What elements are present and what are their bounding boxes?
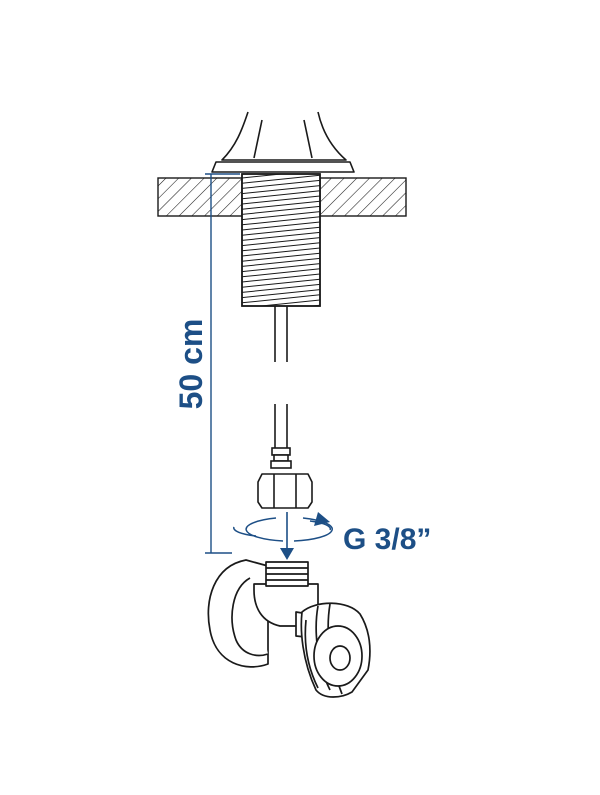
thread-line <box>242 294 320 304</box>
thread-line <box>242 316 320 324</box>
thread-line <box>242 278 320 288</box>
dimension-label: 50 cm <box>173 319 209 410</box>
thread-line <box>242 216 320 226</box>
countertop <box>157 177 407 217</box>
thread-line <box>242 200 320 210</box>
hose-lower <box>270 404 292 469</box>
hex-nut <box>257 473 313 509</box>
thread-line <box>242 268 320 278</box>
thread-line <box>242 195 320 205</box>
thread-line <box>242 242 320 252</box>
thread-line <box>242 190 320 200</box>
thread-line <box>242 174 320 184</box>
thread-line <box>256 299 320 306</box>
faucet-base <box>211 111 355 173</box>
thread-line <box>242 252 320 262</box>
thread-line <box>242 211 320 221</box>
thread-line <box>242 174 286 179</box>
thread-line <box>242 263 320 273</box>
dimension-line <box>205 173 240 554</box>
thread-line <box>242 237 320 247</box>
thread-label: G 3/8” <box>343 523 431 556</box>
thread-line <box>242 221 320 231</box>
thread-line <box>242 257 320 267</box>
hose-upper <box>274 306 288 362</box>
thread-line <box>242 226 320 236</box>
thread-line <box>242 185 320 195</box>
thread-line <box>242 310 320 318</box>
thread-line <box>242 231 320 241</box>
angle-valve <box>207 559 371 698</box>
thread-line <box>242 289 320 299</box>
thread-line <box>242 205 320 215</box>
connection-arrow <box>280 512 294 560</box>
rotation-arrow <box>233 512 333 542</box>
thread-line <box>242 273 320 283</box>
thread-line <box>242 179 320 189</box>
threaded-stud <box>241 173 321 324</box>
thread-line <box>242 247 320 257</box>
thread-line <box>242 283 320 293</box>
